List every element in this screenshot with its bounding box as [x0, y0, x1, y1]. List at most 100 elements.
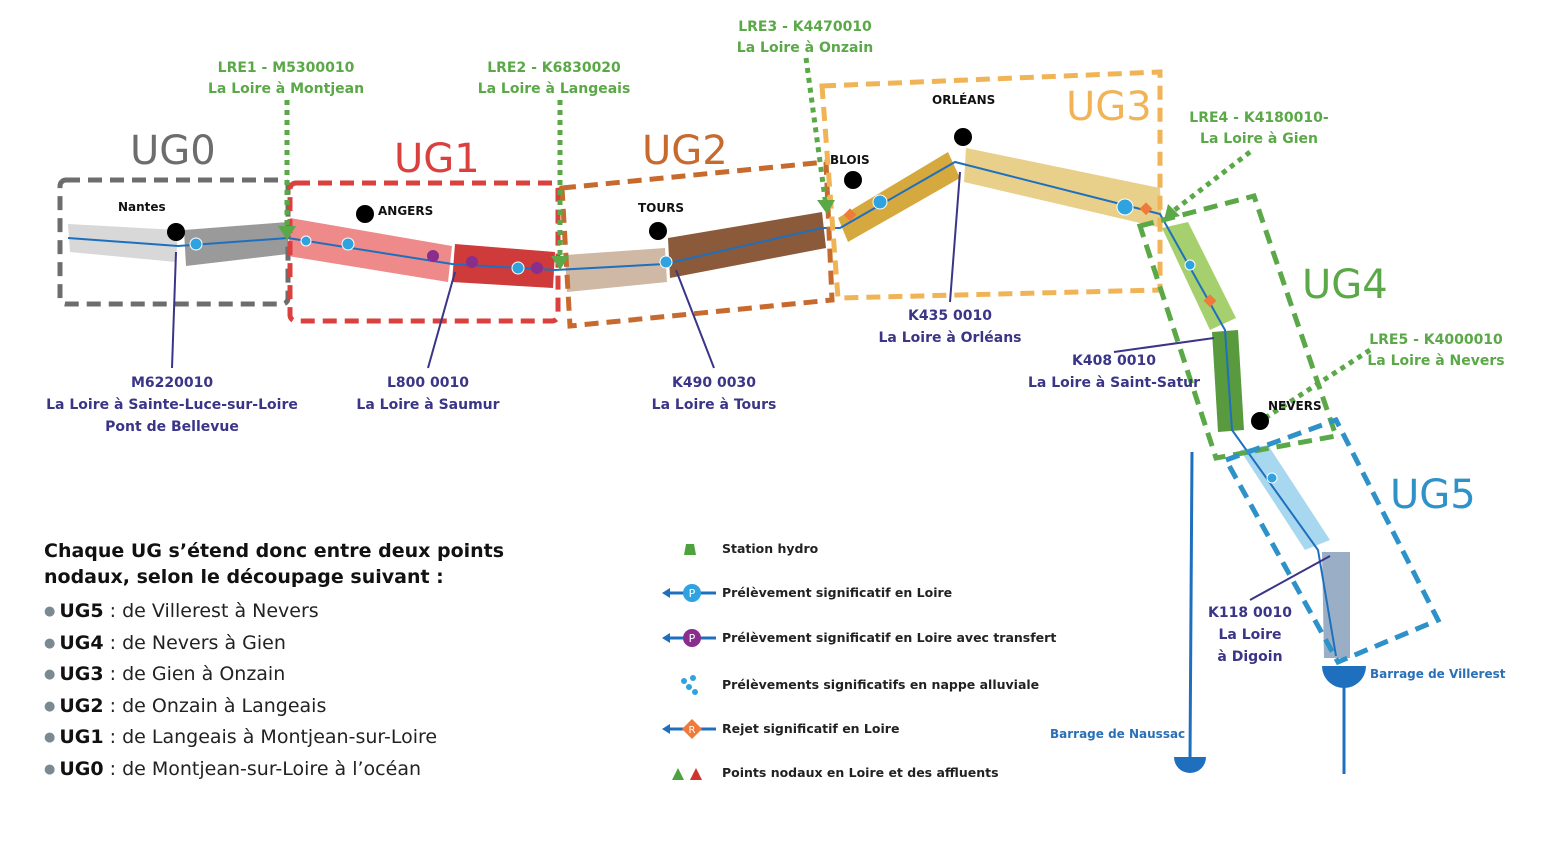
ug-list-item: ●UG3 : de Gien à Onzain [44, 659, 564, 691]
city-label-nantes: Nantes [118, 200, 166, 214]
lre3-arrowhead [817, 200, 835, 214]
villerest-dam-icon [1322, 666, 1366, 688]
station-code: K118 0010 [1208, 605, 1292, 621]
ug3-label: UG3 [1066, 84, 1152, 130]
lre-arrowheads [278, 200, 1180, 270]
station-extra: Pont de Bellevue [105, 419, 239, 435]
lre4-place: La Loire à Gien [1200, 131, 1318, 147]
lre5-place: La Loire à Nevers [1367, 353, 1505, 369]
dams [1174, 451, 1366, 774]
station-place: La Loire à Tours [651, 397, 777, 413]
sector-5b-band [1322, 552, 1350, 658]
naussac-line [1188, 451, 1194, 761]
lre3-leader [803, 57, 829, 207]
lre1-code: LRE1 - M5300010 [217, 60, 355, 76]
station-place: La Loire à Saint-Satur [1027, 375, 1201, 391]
ug-range: : de Nevers à Gien [103, 631, 286, 654]
ug4-box [1136, 192, 1340, 461]
ug5-label: UG5 [1390, 472, 1476, 518]
legend-label: Rejet significatif en Loire [722, 721, 900, 736]
city-label-angers: ANGERS [378, 204, 434, 218]
prelevement-marker [511, 261, 525, 275]
ug-name: UG0 [59, 757, 104, 780]
lre3-label: LRE3 - K4470010 La Loire à Onzain [730, 17, 880, 59]
prelevement-marker [189, 237, 203, 251]
ug5-box [1222, 416, 1442, 666]
k4350010-arrow [949, 171, 961, 303]
prelevement-marker [300, 235, 312, 247]
nantes-dot [167, 223, 185, 241]
ug-range: : de Gien à Onzain [103, 663, 286, 686]
legend-label: Station hydro [722, 541, 819, 556]
nappe-alluviale-icon [681, 675, 698, 695]
bullet-icon: ● [44, 730, 56, 746]
ug-range: : de Langeais à Montjean-sur-Loire [103, 726, 438, 749]
bullet-icon: ● [44, 635, 56, 651]
station-code: K408 0010 [1072, 353, 1156, 369]
ug-boxes [57, 69, 1442, 666]
sector-3b-band [964, 148, 1162, 228]
transfert-markers [427, 250, 543, 274]
bullet-icon: ● [44, 604, 56, 619]
lre4-code: LRE4 - K4180010- [1189, 110, 1329, 126]
ug-name: UG5 [59, 600, 104, 622]
l8000010-arrow [427, 271, 456, 369]
prelevement-marker [341, 237, 355, 251]
station-extra: à Digoin [1217, 649, 1283, 665]
station-hydro-icon [684, 544, 696, 555]
points-nodaux-icon [672, 768, 702, 780]
prelevement-marker [1266, 472, 1278, 484]
lre1-place: La Loire à Montjean [207, 81, 365, 97]
ug-list-item: ●UG5 : de Villerest à Nevers [44, 596, 564, 628]
transfert-marker [466, 256, 478, 268]
ug-description: Chaque UG s’étend donc entre deux points… [44, 538, 564, 786]
rejet-icon: R [662, 719, 716, 739]
ug-range: : de Villerest à Nevers [103, 600, 319, 622]
station-code: L800 0010 [387, 375, 469, 391]
nevers-dot [1251, 412, 1269, 430]
ug-range: : de Montjean-sur-Loire à l’océan [103, 757, 421, 780]
prelevement-icon: P [662, 584, 716, 602]
city-label-orleans: ORLÉANS [932, 93, 996, 107]
transfert-marker [531, 262, 543, 274]
blois-dot [844, 171, 862, 189]
ug-list-item: ●UG1 : de Langeais à Montjean-sur-Loire [44, 722, 564, 754]
lre3-code: LRE3 - K4470010 [738, 19, 872, 35]
bullet-icon: ● [44, 761, 56, 777]
station-place: La Loire à Saumur [356, 397, 500, 413]
ug4-label: UG4 [1302, 262, 1388, 308]
prelevement-marker [1116, 198, 1134, 216]
orleans-dot [954, 128, 972, 146]
ug-name: UG4 [59, 631, 104, 654]
bullet-icon: ● [44, 667, 56, 683]
prelevement-transfert-icon: P [662, 629, 716, 647]
ug-name: UG2 [59, 694, 104, 717]
lre1-label: LRE1 - M5300010 La Loire à Montjean [204, 58, 368, 100]
station-code: M6220010 [130, 375, 214, 391]
lre2-place: La Loire à Langeais [477, 81, 631, 97]
ug0-box [57, 177, 291, 307]
station-arrows [171, 171, 1331, 601]
lre-leaders [284, 57, 1372, 423]
bullet-icon: ● [44, 698, 56, 714]
station-code: K490 0030 [672, 375, 756, 391]
ug-list-item: ●UG0 : de Montjean-sur-Loire à l’océan [44, 754, 564, 786]
city-label-tours: TOURS [638, 201, 685, 215]
station-m6220010-label: M6220010 La Loire à Sainte-Luce-sur-Loire… [40, 372, 304, 438]
lre4-label: LRE4 - K4180010- La Loire à Gien [1184, 108, 1334, 150]
lre3-place: La Loire à Onzain [736, 40, 874, 56]
legend-label: Points nodaux en Loire et des affluents [722, 765, 999, 780]
station-l8000010-label: L800 0010 La Loire à Saumur [348, 372, 508, 416]
station-place: La Loire [1218, 627, 1282, 643]
station-place: La Loire à Sainte-Luce-sur-Loire [46, 397, 298, 413]
lre4-arrowhead [1164, 204, 1180, 220]
ug-name: UG1 [59, 726, 104, 749]
station-code: K435 0010 [908, 308, 992, 324]
prelevement-marker [872, 194, 888, 210]
k1180010-arrow [1249, 555, 1331, 601]
ug1-label: UG1 [394, 136, 480, 182]
dam-label-naussac: Barrage de Naussac [1050, 727, 1186, 741]
lre2-arrowhead [551, 256, 569, 270]
